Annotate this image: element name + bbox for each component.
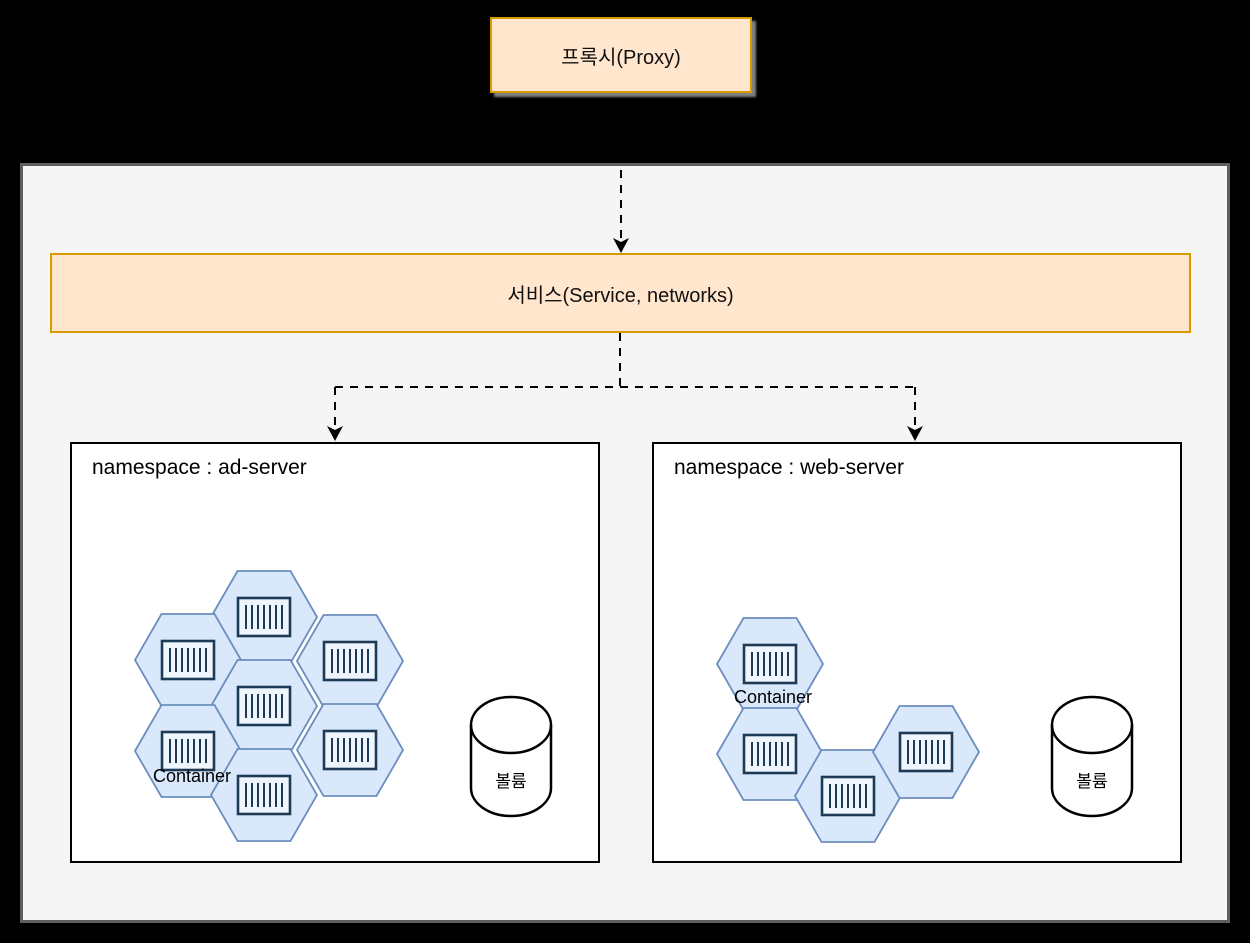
- volume-label: 볼륨: [495, 772, 526, 791]
- container-label: Container: [153, 766, 231, 786]
- pod-hexagon: [296, 614, 404, 708]
- container-icon: [820, 775, 876, 817]
- namespace-box-ad-server: namespace : ad-server Con: [70, 442, 600, 863]
- cylinder-shape: [469, 695, 553, 818]
- container-icon: [160, 639, 216, 681]
- namespace-box-web-server: namespace : web-server Container 볼륨: [652, 442, 1182, 863]
- container-icon: [236, 596, 292, 638]
- ad-server-pods-canvas: Container 볼륨: [134, 570, 553, 842]
- namespace-title: namespace : ad-server: [92, 456, 307, 479]
- volume-label: 볼륨: [1076, 772, 1107, 791]
- container-icon: [322, 640, 378, 682]
- proxy-node-label: 프록시(Proxy): [561, 46, 681, 69]
- container-icon: [898, 731, 954, 773]
- container-icon: [742, 733, 798, 775]
- container-icon: [236, 685, 292, 727]
- container-icon: [160, 730, 216, 772]
- namespace-title: namespace : web-server: [674, 456, 904, 479]
- proxy-node: 프록시(Proxy): [490, 17, 752, 93]
- container-label: Container: [734, 687, 812, 707]
- container-icon: [322, 729, 378, 771]
- service-node: 서비스(Service, networks): [50, 253, 1191, 333]
- service-node-label: 서비스(Service, networks): [507, 284, 734, 307]
- cylinder-shape: [1050, 695, 1134, 818]
- volume-cylinder: 볼륨: [1050, 695, 1134, 818]
- container-icon: [236, 774, 292, 816]
- pod-hexagon: [296, 703, 404, 797]
- web-server-pods-canvas: Container 볼륨: [716, 617, 1134, 843]
- volume-cylinder: 볼륨: [469, 695, 553, 818]
- container-icon: [742, 643, 798, 685]
